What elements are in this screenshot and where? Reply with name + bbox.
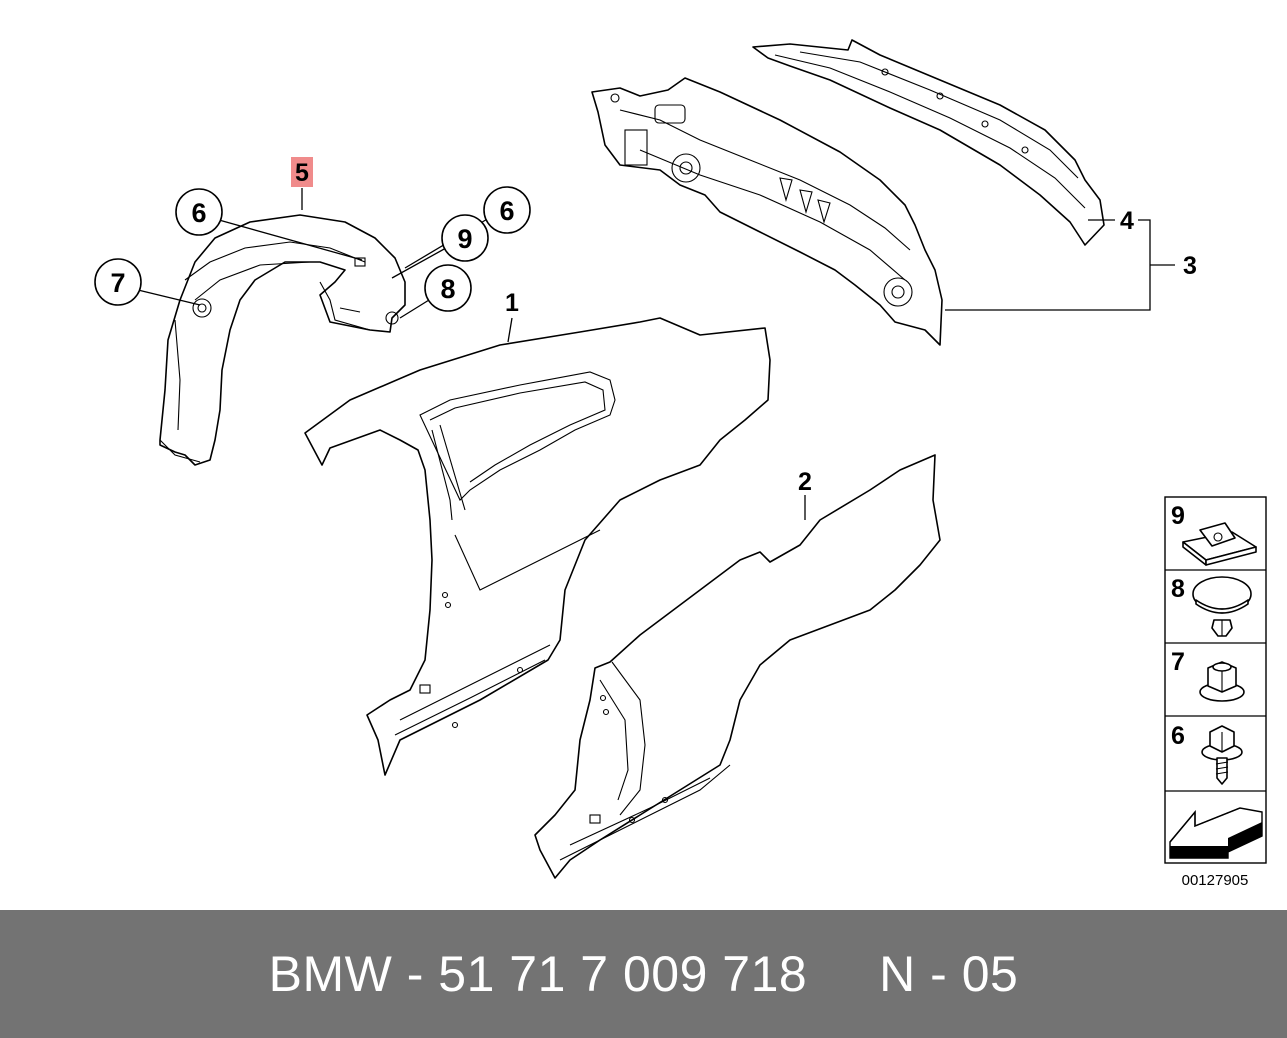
label-4[interactable]: 4 [1120, 207, 1134, 235]
callout-6-left[interactable]: 6 [175, 188, 223, 236]
svg-text:4: 4 [1120, 207, 1134, 235]
callout-5-highlighted[interactable]: 5 [291, 157, 313, 187]
clip-nut-icon [1182, 522, 1257, 566]
svg-text:6: 6 [191, 198, 206, 228]
footer-bar: BMW - 51 71 7 009 718 N - 05 [0, 910, 1287, 1038]
expanding-rivet-icon [1192, 576, 1252, 637]
svg-text:1: 1 [505, 289, 519, 317]
part-1-side-frame[interactable] [304, 317, 771, 776]
legend-item-7[interactable]: 7 [1171, 648, 1245, 702]
part-number-caption: BMW - 51 71 7 009 718 N - 05 [268, 946, 1019, 1002]
fastener-legend: 9 8 7 [1164, 496, 1267, 864]
callout-6-right[interactable]: 6 [483, 186, 531, 234]
parts-diagram: 6 7 9 6 8 5 1 2 4 3 9 [94, 39, 1267, 889]
part-3-rear-panel[interactable] [591, 77, 943, 346]
diagram-id: 00127905 [1182, 872, 1249, 889]
label-3[interactable]: 3 [1183, 252, 1197, 280]
part-5-wheel-arch-cover[interactable] [159, 214, 406, 466]
part-2-side-panel[interactable] [534, 454, 941, 879]
svg-text:3: 3 [1183, 252, 1197, 280]
hex-bolt-icon [1201, 725, 1243, 785]
legend-item-9[interactable]: 9 [1171, 502, 1257, 566]
part-4-rear-shelf-reinforcement[interactable] [752, 39, 1105, 246]
svg-text:8: 8 [440, 274, 455, 304]
label-2[interactable]: 2 [798, 468, 812, 496]
callout-7[interactable]: 7 [94, 258, 142, 306]
label-1[interactable]: 1 [505, 289, 519, 317]
svg-text:9: 9 [457, 224, 472, 254]
hex-nut-icon [1199, 661, 1245, 702]
svg-text:7: 7 [110, 268, 125, 298]
direction-arrow-icon [1169, 807, 1263, 859]
svg-text:9: 9 [1171, 502, 1185, 530]
svg-text:2: 2 [798, 468, 812, 496]
legend-item-6[interactable]: 6 [1171, 722, 1243, 785]
svg-text:5: 5 [295, 159, 309, 187]
svg-text:8: 8 [1171, 575, 1185, 603]
callout-9[interactable]: 9 [441, 214, 489, 262]
legend-item-8[interactable]: 8 [1171, 575, 1252, 637]
svg-text:7: 7 [1171, 648, 1185, 676]
callout-8[interactable]: 8 [424, 264, 472, 312]
svg-text:6: 6 [499, 196, 514, 226]
svg-text:6: 6 [1171, 722, 1185, 750]
